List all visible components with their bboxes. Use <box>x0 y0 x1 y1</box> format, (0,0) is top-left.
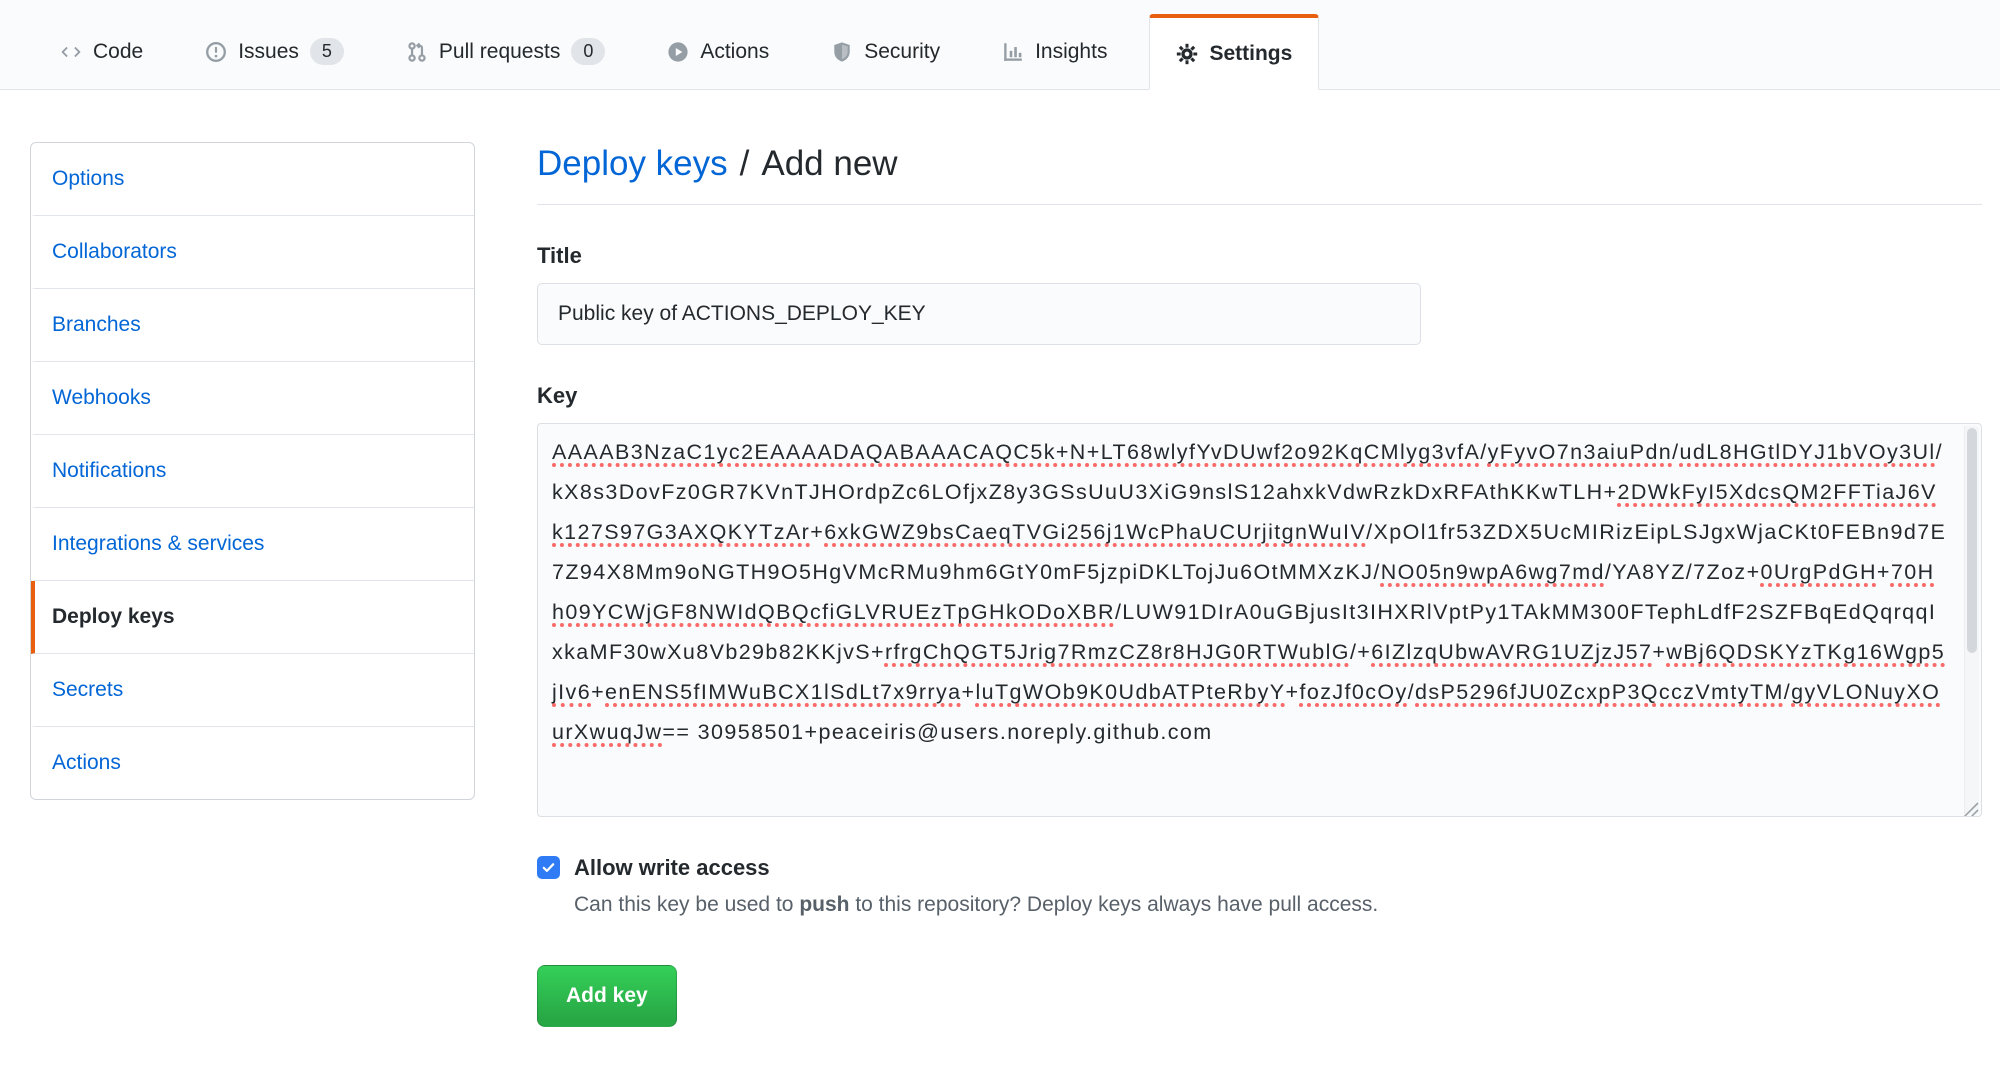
play-circle-icon <box>667 41 689 63</box>
deploy-key-form-panel: Deploy keys / Add new Title Key AAAAB3NzaC… <box>537 142 1982 1027</box>
sidebar-item-collaborators[interactable]: Collaborators <box>31 216 474 289</box>
git-pull-request-icon <box>406 41 428 63</box>
breadcrumb-current: Add new <box>761 144 898 183</box>
tab-settings[interactable]: Settings <box>1149 14 1320 90</box>
shield-icon <box>831 41 853 63</box>
issue-opened-icon <box>205 41 227 63</box>
allow-write-access-row: Allow write access <box>537 855 1982 881</box>
tab-label: Pull requests <box>438 39 561 63</box>
settings-sidebar: Options Collaborators Branches Webhooks … <box>30 142 475 800</box>
tab-issues[interactable]: Issues 5 <box>185 14 364 89</box>
sidebar-item-deploy-keys[interactable]: Deploy keys <box>31 581 474 654</box>
tab-label: Code <box>93 39 144 63</box>
tab-label: Actions <box>700 39 770 63</box>
sidebar-item-notifications[interactable]: Notifications <box>31 435 474 508</box>
tab-label: Settings <box>1209 41 1293 65</box>
checkmark-icon <box>542 863 555 873</box>
key-text: AAAAB3NzaC1yc2EAAAADAQABAAACAQC5k+N+LT68… <box>552 439 1947 744</box>
sidebar-item-actions[interactable]: Actions <box>52 751 121 774</box>
repo-tab-bar: Code Issues 5 Pull requests 0 Actions Se… <box>0 0 2000 90</box>
sidebar-item-options[interactable]: Options <box>31 143 474 216</box>
gear-icon <box>1176 43 1198 65</box>
settings-layout: Options Collaborators Branches Webhooks … <box>0 90 2000 1027</box>
sidebar-item-integrations-services[interactable]: Integrations & services <box>31 508 474 581</box>
tab-label: Insights <box>1035 39 1108 63</box>
sidebar-item-webhooks[interactable]: Webhooks <box>31 362 474 435</box>
page-title: Deploy keys / Add new <box>537 142 1982 205</box>
tab-security[interactable]: Security <box>811 14 960 89</box>
note-prefix: Can this key be used to <box>574 892 800 916</box>
allow-write-access-label[interactable]: Allow write access <box>574 854 770 880</box>
add-key-button[interactable]: Add key <box>537 964 677 1027</box>
key-textarea-scrollbar[interactable] <box>1964 425 1979 814</box>
note-suffix: to this repository? Deploy keys always h… <box>849 892 1379 916</box>
code-icon <box>60 41 82 63</box>
allow-write-access-checkbox[interactable] <box>537 856 560 880</box>
pull-requests-count-badge: 0 <box>571 37 606 66</box>
tab-actions[interactable]: Actions <box>647 14 789 89</box>
graph-icon <box>1002 41 1024 63</box>
deploy-keys-breadcrumb-link[interactable]: Deploy keys <box>537 144 728 183</box>
tab-pull-requests[interactable]: Pull requests 0 <box>386 14 625 89</box>
tab-label: Security <box>864 39 941 63</box>
key-textarea[interactable]: AAAAB3NzaC1yc2EAAAADAQABAAACAQC5k+N+LT68… <box>537 422 1982 817</box>
title-field-label: Title <box>537 242 582 268</box>
tab-insights[interactable]: Insights <box>982 14 1127 89</box>
title-input[interactable] <box>537 282 1421 345</box>
tab-code[interactable]: Code <box>40 14 163 89</box>
issues-count-badge: 5 <box>309 37 344 66</box>
scrollbar-thumb[interactable] <box>1967 427 1977 653</box>
sidebar-item-secrets[interactable]: Secrets <box>31 654 474 727</box>
key-field-label: Key <box>537 382 578 408</box>
allow-write-access-note: Can this key be used to push to this rep… <box>574 893 1982 917</box>
note-bold: push <box>799 892 850 916</box>
textarea-resize-handle[interactable] <box>1957 792 1979 816</box>
breadcrumb-separator: / <box>739 144 750 183</box>
tab-label: Issues <box>238 39 299 63</box>
sidebar-item-branches[interactable]: Branches <box>31 289 474 362</box>
